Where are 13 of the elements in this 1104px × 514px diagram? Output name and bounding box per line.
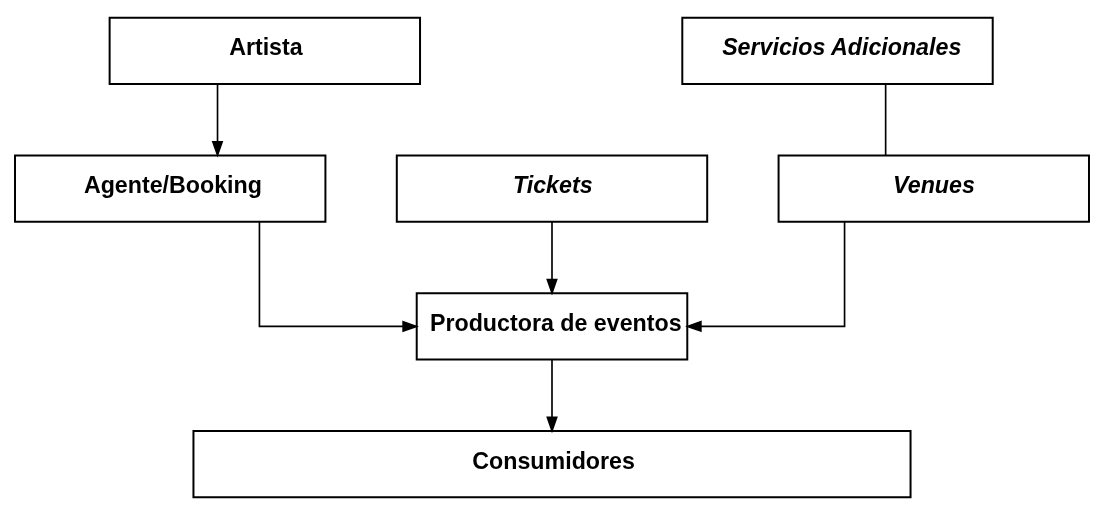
node-box: Agente/Booking <box>14 153 327 223</box>
node-box: Tickets <box>395 153 709 223</box>
node-box: Artista <box>108 16 422 85</box>
arrow <box>211 82 224 158</box>
node-box: Servicios Adicionales <box>681 16 994 85</box>
arrow <box>685 220 846 332</box>
arrow <box>258 220 419 332</box>
node-box: Productora de eventos <box>415 291 689 361</box>
node-box: Venues <box>777 153 1090 223</box>
node-box: Consumidores <box>192 429 912 498</box>
arrow <box>546 220 558 295</box>
connector <box>884 82 887 156</box>
arrow <box>546 358 558 433</box>
